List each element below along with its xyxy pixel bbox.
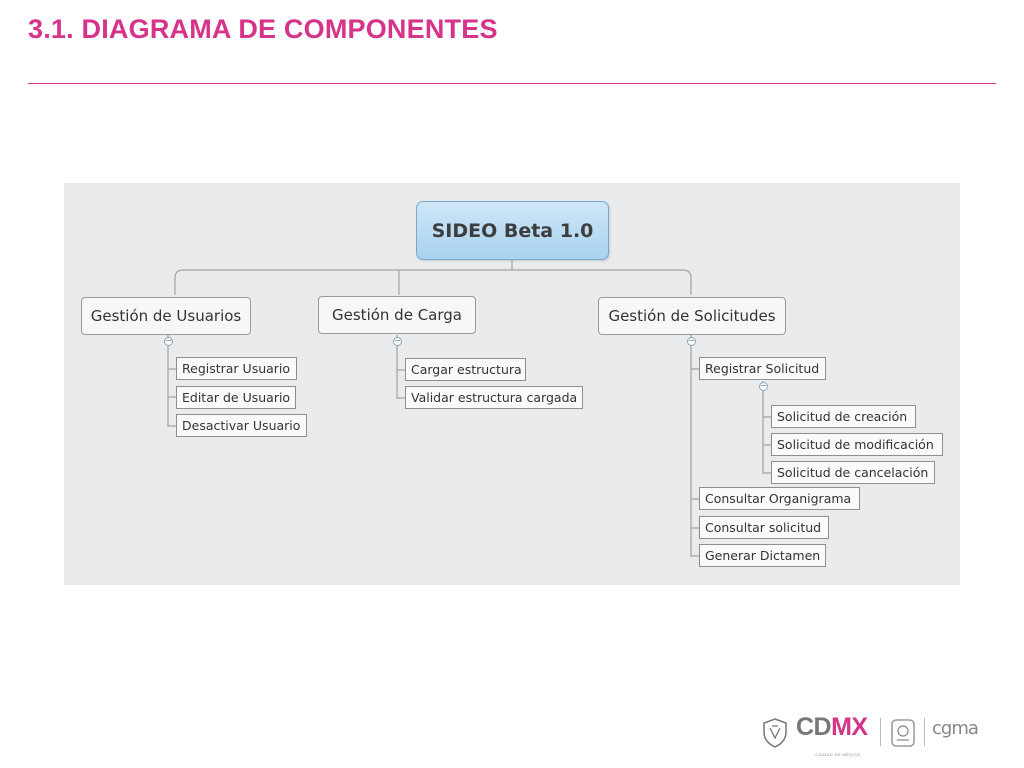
coat-of-arms-icon [763, 718, 787, 748]
cdmx-tagline: CIUDAD DE MÉXICO [815, 752, 861, 757]
leaf-registrar-usuario[interactable]: Registrar Usuario [176, 357, 297, 380]
leaf-generar-dictamen[interactable]: Generar Dictamen [699, 544, 826, 567]
connector-lines [167, 260, 771, 557]
component-diagram: SIDEO Beta 1.0 Gestión de Usuarios Gesti… [64, 183, 960, 585]
leaf-consultar-solicitud[interactable]: Consultar solicitud [699, 516, 829, 539]
connector-solicitudes [690, 335, 699, 557]
branch-gestion-usuarios[interactable]: Gestión de Usuarios [81, 297, 251, 335]
cdmx-logo: CDMX CIUDAD DE MÉXICO [796, 714, 868, 757]
connector-registrar [762, 381, 771, 474]
logo-divider-2 [924, 718, 925, 746]
connector-usuarios [167, 335, 176, 427]
leaf-editar-usuario[interactable]: Editar de Usuario [176, 386, 296, 409]
footer-logos: CDMX CIUDAD DE MÉXICO cgma [756, 712, 1000, 757]
leaf-desactivar-usuario[interactable]: Desactivar Usuario [176, 414, 307, 437]
collapse-registrar-solicitud-icon[interactable]: − [759, 381, 768, 391]
leaf-cargar-estructura[interactable]: Cargar estructura [405, 358, 526, 381]
emblem-icon [891, 719, 915, 747]
collapse-carga-icon[interactable]: − [393, 336, 402, 346]
connector-bus [174, 269, 692, 295]
page-title: 3.1. DIAGRAMA DE COMPONENTES [28, 14, 498, 44]
leaf-solicitud-cancelacion[interactable]: Solicitud de cancelación [771, 461, 935, 484]
collapse-usuarios-icon[interactable]: − [164, 336, 173, 346]
title-divider [28, 83, 996, 84]
branch-gestion-solicitudes[interactable]: Gestión de Solicitudes [598, 297, 786, 335]
branch-gestion-carga[interactable]: Gestión de Carga [318, 296, 476, 334]
leaf-registrar-solicitud[interactable]: Registrar Solicitud [699, 357, 826, 380]
cgma-logo: cgma [932, 718, 979, 739]
root-node[interactable]: SIDEO Beta 1.0 [416, 201, 609, 260]
logo-divider [880, 718, 881, 746]
leaf-solicitud-creacion[interactable]: Solicitud de creación [771, 405, 916, 428]
leaf-consultar-organigrama[interactable]: Consultar Organigrama [699, 487, 860, 510]
collapse-solicitudes-icon[interactable]: − [687, 336, 696, 346]
leaf-solicitud-modificacion[interactable]: Solicitud de modificación [771, 433, 943, 456]
leaf-validar-estructura[interactable]: Validar estructura cargada [405, 386, 583, 409]
connector-carga-children [396, 335, 405, 399]
